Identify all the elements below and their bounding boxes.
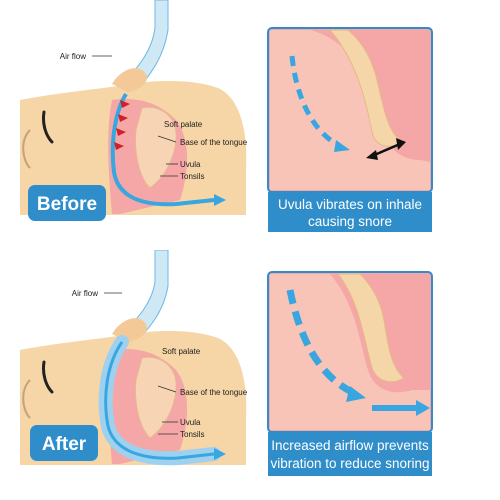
airflow-label: Air flow [60, 52, 86, 61]
before-caption-line2: causing snore [308, 214, 392, 229]
closed-eye [42, 110, 54, 144]
before-zoom-card [267, 27, 433, 193]
airflow-label: Air flow [72, 289, 98, 298]
before-badge-text: Before [37, 194, 97, 215]
tongue-base [135, 106, 177, 189]
tonsils-label: Tonsils [180, 430, 204, 439]
nose [112, 68, 147, 92]
after-badge-text: After [42, 434, 87, 455]
soft-palate-label: Soft palate [162, 347, 201, 356]
vibration-arrows [114, 100, 130, 150]
uvula-label: Uvula [180, 418, 201, 427]
tongue-base [135, 356, 177, 439]
after-diagram: Air flow Soft palate Base of the tongue … [20, 250, 433, 476]
before-diagram: Air flow Soft palate Base of the tongue … [20, 0, 433, 232]
base-of-tongue-label: Base of the tongue [180, 388, 248, 397]
base-of-tongue-label: Base of the tongue [180, 138, 248, 147]
airway-flow-arrow [104, 341, 215, 460]
after-panel: Air flow Soft palate Base of the tongue … [0, 250, 500, 500]
tonsils-label: Tonsils [180, 172, 204, 181]
airflow-arrow-head [214, 448, 226, 460]
before-panel: Air flow Soft palate Base of the tongue … [20, 0, 433, 232]
airflow-arrow-head [214, 194, 226, 206]
after-badge [30, 425, 98, 461]
before-caption-box [268, 192, 432, 232]
soft-palate-label: Soft palate [164, 120, 203, 129]
after-caption-line2: vibration to reduce snoring [270, 456, 429, 471]
closed-eye [42, 360, 54, 394]
airway-flow-arrow [110, 92, 215, 207]
ear [22, 379, 31, 419]
ear [22, 129, 31, 169]
label-leaders [104, 292, 178, 435]
label-leaders [92, 55, 178, 177]
after-zoom-card [267, 271, 433, 433]
after-caption-box [268, 432, 432, 476]
uvula-label: Uvula [180, 160, 201, 169]
before-caption-line1: Uvula vibrates on inhale [278, 197, 422, 212]
after-caption-line1: Increased airflow prevents [271, 438, 429, 453]
before-badge [28, 185, 106, 221]
